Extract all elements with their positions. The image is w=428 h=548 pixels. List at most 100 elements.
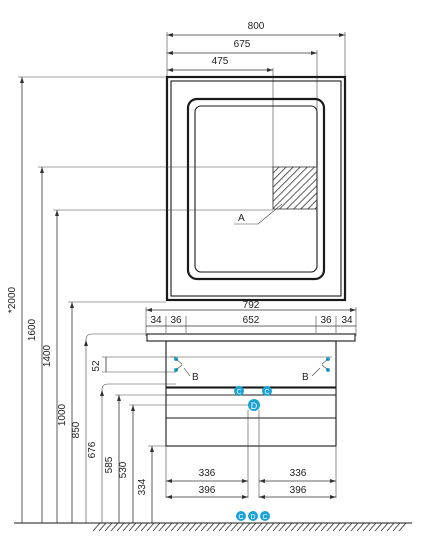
bottom-dimensions: 336 336 396 396: [165, 410, 337, 499]
dim-bottom-336-right: 336: [290, 468, 307, 479]
floor-hatch-stroke: [386, 522, 395, 532]
floor-hatch-stroke: [320, 522, 329, 532]
floor-hatch-stroke: [110, 522, 119, 532]
floor-hatch-stroke: [176, 522, 185, 532]
svg-text:D: D: [250, 514, 255, 521]
connector-c-right: C: [262, 386, 272, 396]
floor-hatch-stroke: [374, 522, 383, 532]
dim-width-475: 475: [212, 56, 229, 67]
left-height-dimensions: *2000 1600 1400 1000 850 52 676 585 530: [7, 76, 273, 523]
label-a: A: [238, 213, 245, 224]
floor-hatch-stroke: [380, 522, 389, 532]
floor-hatch-stroke: [182, 522, 191, 532]
dim-bottom-396-left: 396: [199, 485, 216, 496]
floor-hatch-stroke: [362, 522, 371, 532]
floor-hatch-stroke: [314, 522, 323, 532]
svg-text:C: C: [264, 389, 269, 396]
dim-height-530: 530: [118, 461, 129, 478]
floor-hatch-stroke: [302, 522, 311, 532]
floor-hatch-stroke: [158, 522, 167, 532]
floor-hatch: [92, 522, 407, 532]
dim-inner-34-right: 34: [341, 315, 353, 326]
dim-height-1000: 1000: [57, 403, 68, 426]
vanity-top-dimensions: 792 34 36 652 36 34: [145, 300, 357, 336]
floor-hatch-stroke: [98, 522, 107, 532]
floor-hatch-stroke: [236, 522, 245, 532]
svg-text:D: D: [251, 401, 258, 411]
dim-height-1400: 1400: [42, 344, 53, 367]
dim-inner-36-right: 36: [320, 315, 332, 326]
floor-hatch-stroke: [332, 522, 341, 532]
floor-hatch-stroke: [146, 522, 155, 532]
floor-hatch-stroke: [194, 522, 203, 532]
floor-hatch-stroke: [260, 522, 269, 532]
svg-text:C: C: [236, 389, 241, 396]
dim-inner-652: 652: [243, 315, 260, 326]
floor-hatch-stroke: [344, 522, 353, 532]
floor-hatch-stroke: [242, 522, 251, 532]
connector-c-left: C: [234, 386, 244, 396]
floor-hatch-stroke: [356, 522, 365, 532]
dim-height-676: 676: [87, 441, 98, 458]
hinge-left: B: [174, 357, 199, 383]
dim-bottom-336-left: 336: [199, 468, 216, 479]
floor-hatch-stroke: [188, 522, 197, 532]
floor-hatch-stroke: [254, 522, 263, 532]
floor-hatch-stroke: [200, 522, 209, 532]
dim-height-850: 850: [71, 421, 82, 438]
label-b-right: B: [302, 372, 309, 383]
floor-hatch-stroke: [338, 522, 347, 532]
floor-hatch-stroke: [122, 522, 131, 532]
floor-hatch-stroke: [398, 522, 407, 532]
floor-hatch-stroke: [92, 522, 101, 532]
mirror-hatch-detail: [272, 166, 318, 210]
marker-d: D: [248, 399, 260, 411]
dim-width-792: 792: [243, 300, 260, 311]
hinge-right: B: [302, 357, 330, 383]
floor-hatch-stroke: [212, 522, 221, 532]
floor-hatch-stroke: [266, 522, 275, 532]
floor-hatch-stroke: [350, 522, 359, 532]
floor-hatch-stroke: [164, 522, 173, 532]
top-dimensions: 800 675 475: [166, 21, 346, 205]
floor-hatch-stroke: [308, 522, 317, 532]
svg-text:C: C: [238, 514, 243, 521]
mirror: A: [165, 75, 347, 302]
dim-height-2000: *2000: [7, 286, 18, 313]
dim-height-52: 52: [91, 360, 102, 372]
floor-hatch-stroke: [230, 522, 239, 532]
floor: C D C: [14, 511, 412, 532]
floor-hatch-stroke: [248, 522, 257, 532]
floor-hatch-stroke: [368, 522, 377, 532]
dim-bottom-396-right: 396: [290, 485, 307, 496]
floor-hatch-stroke: [170, 522, 179, 532]
floor-hatch-stroke: [116, 522, 125, 532]
dim-height-334: 334: [137, 478, 148, 495]
dim-width-675: 675: [234, 39, 251, 50]
floor-hatch-stroke: [152, 522, 161, 532]
floor-hatch-stroke: [218, 522, 227, 532]
floor-hatch-stroke: [284, 522, 293, 532]
floor-hatch-stroke: [224, 522, 233, 532]
svg-text:C: C: [262, 514, 267, 521]
floor-hatch-stroke: [296, 522, 305, 532]
floor-hatch-stroke: [278, 522, 287, 532]
floor-hatch-stroke: [206, 522, 215, 532]
floor-hatch-stroke: [104, 522, 113, 532]
dim-inner-36-left: 36: [170, 315, 182, 326]
vanity-cabinet: B B C C D: [146, 333, 356, 447]
floor-connectors: C D C: [236, 511, 270, 521]
dim-height-1600: 1600: [27, 318, 38, 341]
floor-hatch-stroke: [326, 522, 335, 532]
floor-hatch-stroke: [290, 522, 299, 532]
floor-hatch-stroke: [272, 522, 281, 532]
floor-hatch-stroke: [134, 522, 143, 532]
dim-height-585: 585: [104, 456, 115, 473]
floor-hatch-stroke: [392, 522, 401, 532]
dim-inner-34-left: 34: [150, 315, 162, 326]
floor-hatch-stroke: [128, 522, 137, 532]
label-b-left: B: [192, 372, 199, 383]
floor-hatch-stroke: [140, 522, 149, 532]
